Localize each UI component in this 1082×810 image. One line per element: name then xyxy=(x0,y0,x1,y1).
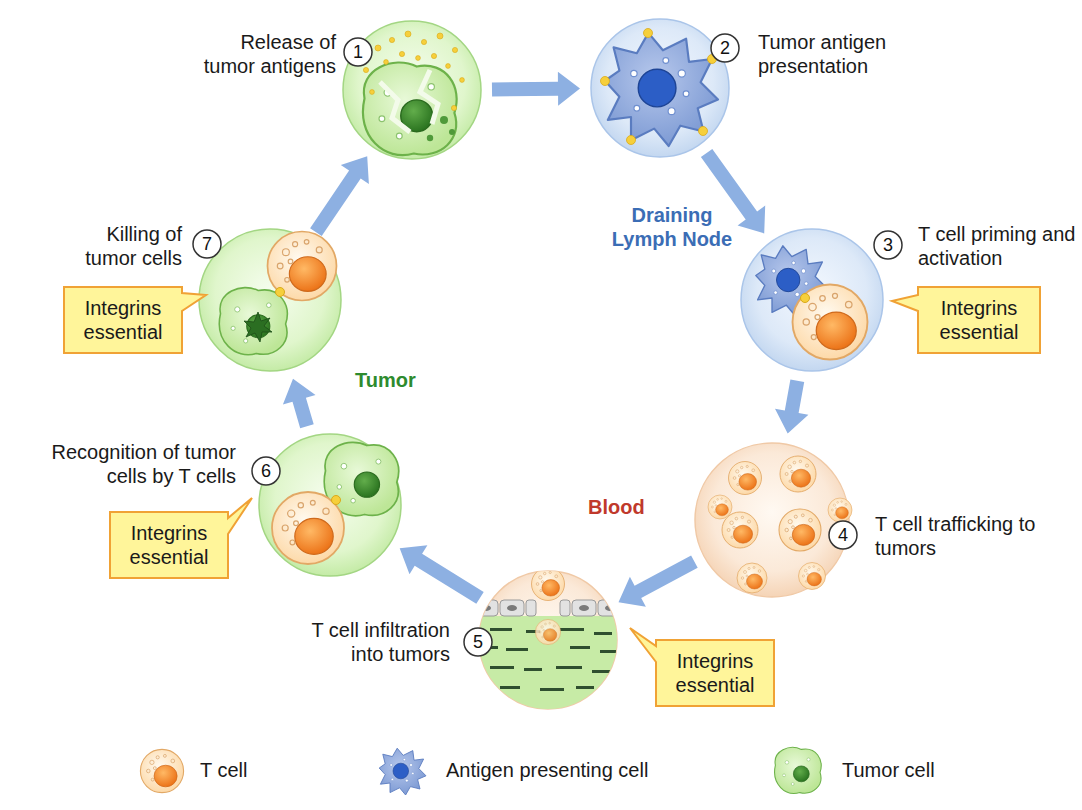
callout-box: Integrins essential xyxy=(656,640,774,706)
callout-text: Integrins essential xyxy=(110,512,228,578)
step-circle: T cell priming and activation xyxy=(740,228,884,372)
region-label: Draining Lymph Node xyxy=(607,203,737,251)
step-title: Killing of tumor cells xyxy=(70,222,182,270)
callout-outline xyxy=(656,640,774,706)
circle-fill xyxy=(591,19,729,157)
circle-fill xyxy=(259,434,401,576)
legend-text: Tumor cell xyxy=(842,757,935,783)
legend-icons xyxy=(140,747,821,795)
step-title: T cell infiltration into tumors xyxy=(290,618,450,666)
circle-outline xyxy=(342,20,482,160)
step-circle: Release of tumor antigens xyxy=(342,20,482,160)
number-badges xyxy=(193,34,902,656)
circle-outline xyxy=(258,433,402,577)
circle-fill xyxy=(343,21,481,159)
circle-outline xyxy=(694,442,850,598)
legend-text: Antigen presenting cell xyxy=(446,757,648,783)
flow-arrow xyxy=(492,72,580,106)
infiltration-art xyxy=(470,568,630,717)
step-title: T cell trafficking to tumors xyxy=(875,512,1045,560)
flow-arrow xyxy=(400,545,484,604)
circle-outline xyxy=(590,18,730,158)
step-title: Recognition of tumor cells by T cells xyxy=(26,440,236,488)
callout-text: Integrins essential xyxy=(64,287,182,353)
circle-fill xyxy=(741,229,883,371)
step-circle: Tumor antigen presentation xyxy=(590,18,730,158)
legend-text: T cell xyxy=(200,757,247,783)
callout-number: 4 xyxy=(829,521,857,549)
step-circle: T cell infiltration into tumors xyxy=(478,570,618,710)
callout-text: Integrins essential xyxy=(656,640,774,706)
callout-outline xyxy=(64,287,182,353)
callout-number: 1 xyxy=(344,38,372,66)
flow-arrow xyxy=(619,555,698,606)
callout-text: Integrins essential xyxy=(918,287,1040,353)
callout-number: 2 xyxy=(711,34,739,62)
flow-arrow xyxy=(283,379,316,429)
step-circle: Recognition of tumor cells by T cells xyxy=(258,433,402,577)
step-circle: T cell trafficking to tumors xyxy=(694,442,850,598)
callout-number: 5 xyxy=(464,628,492,656)
callout-number: 3 xyxy=(874,231,902,259)
circle-fill xyxy=(199,229,341,371)
region-label: Blood xyxy=(588,495,668,519)
circle-fill xyxy=(695,443,849,597)
step-title: T cell priming and activation xyxy=(918,222,1078,270)
callout-fill xyxy=(630,628,774,706)
flow-arrow xyxy=(310,156,369,236)
callout-box: Integrins essential xyxy=(110,512,228,578)
callout-fill xyxy=(892,287,1040,353)
circle-fill xyxy=(479,571,617,709)
callout-number: 6 xyxy=(252,457,280,485)
region-label: Tumor xyxy=(355,368,445,392)
callout-fill xyxy=(110,498,252,578)
callout-box: Integrins essential xyxy=(918,287,1040,353)
callout-outline xyxy=(110,512,228,578)
circle-outline xyxy=(478,570,618,710)
circle-outline xyxy=(198,228,342,372)
callout-outline xyxy=(918,287,1040,353)
circle-outline xyxy=(740,228,884,372)
callout-number: 7 xyxy=(193,230,221,258)
step-circle: Killing of tumor cells xyxy=(198,228,342,372)
callout-fill xyxy=(64,287,206,353)
step-title: Tumor antigen presentation xyxy=(758,30,918,78)
callout-box: Integrins essential xyxy=(64,287,182,353)
step-title: Release of tumor antigens xyxy=(188,30,336,78)
flow-arrow xyxy=(775,379,808,433)
